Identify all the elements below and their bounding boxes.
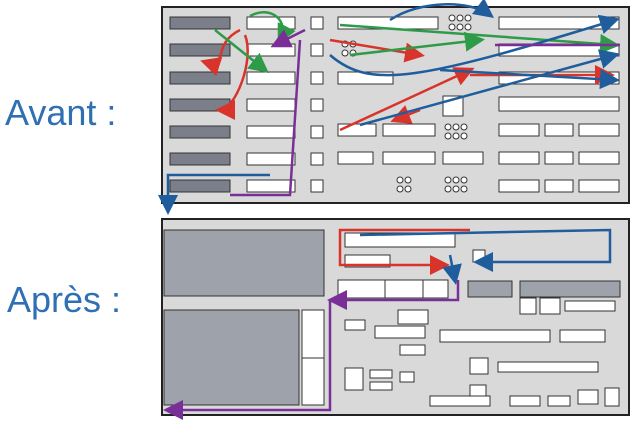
before-flow-blue-3 <box>359 49 620 127</box>
after-flow-blue-2 <box>442 254 462 285</box>
before-white-banks <box>246 16 296 193</box>
after-flows <box>163 228 612 420</box>
before-flows <box>158 0 620 215</box>
after-flow-blue-1 <box>359 228 612 272</box>
before-flow-blue-5 <box>158 173 270 215</box>
after-flow-red <box>338 228 470 275</box>
after-label: Après : <box>7 279 122 320</box>
after-flow-purple-2 <box>163 300 332 420</box>
before-flow-blue-2 <box>329 14 620 77</box>
after-flow-purple-1 <box>327 280 460 310</box>
before-flow-blue-1 <box>389 0 495 22</box>
before-flow-red-3 <box>329 38 425 63</box>
before-dark-banks <box>169 16 231 193</box>
before-small-squares <box>310 16 324 193</box>
before-label: Avant : <box>5 92 117 133</box>
before-flow-purple-1 <box>270 28 306 48</box>
after-storage-top <box>163 229 325 297</box>
before-flow-red-4 <box>339 67 475 132</box>
before-flow-green-4 <box>349 31 485 57</box>
before-flow-red-5 <box>390 105 421 124</box>
after-dark-block-2 <box>519 280 621 298</box>
before-flow-red-2 <box>215 34 249 120</box>
after-storage-bottom <box>163 309 300 406</box>
before-flow-blue-4 <box>439 68 620 90</box>
after-dark-block-1 <box>467 280 513 298</box>
before-flow-purple-2 <box>230 39 302 197</box>
before-flow-red-1 <box>200 28 241 77</box>
after-machines <box>163 229 621 407</box>
before-flow-green-2 <box>214 29 269 74</box>
after-bench <box>337 279 449 299</box>
before-mid-machines <box>337 16 484 165</box>
